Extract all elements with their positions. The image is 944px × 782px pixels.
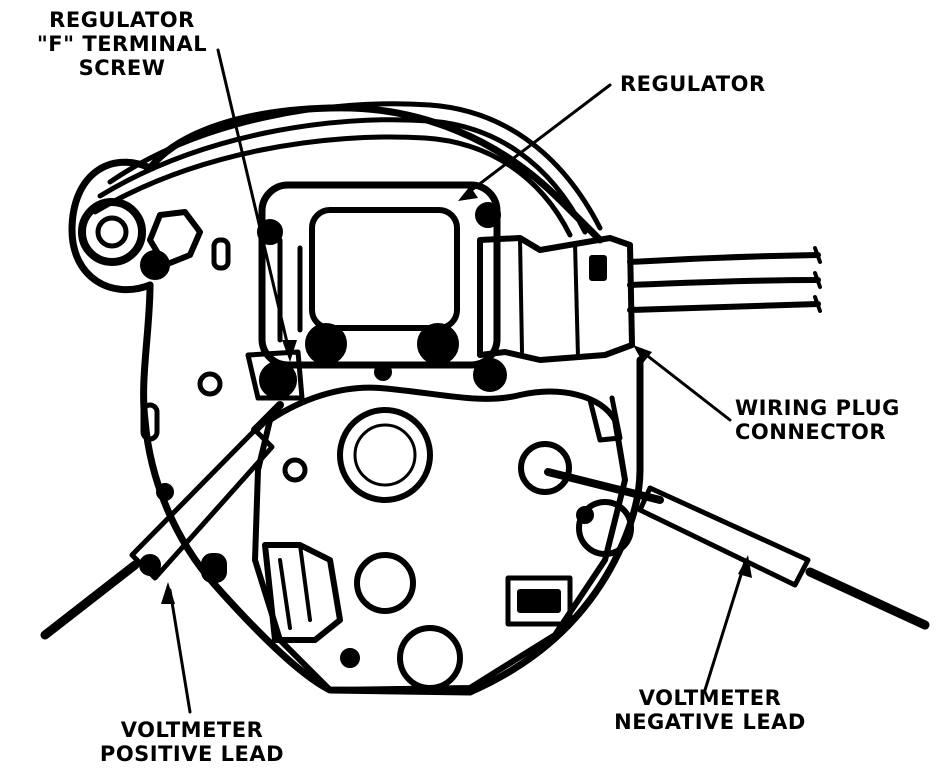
label-line: VOLTMETER	[120, 718, 264, 742]
leader-negative	[703, 560, 747, 692]
leader-f-terminal	[216, 48, 292, 357]
lower-terminal-plate	[252, 384, 634, 693]
regulator-body	[257, 181, 507, 392]
wiring-plug-connector	[477, 235, 822, 363]
callout-leaders	[168, 48, 747, 714]
label-line: "F" TERMINAL	[36, 32, 208, 56]
label-line: SCREW	[78, 56, 166, 80]
leader-positive	[168, 588, 192, 714]
label-regulator: REGULATOR	[620, 72, 766, 96]
label-line: REGULATOR	[49, 8, 195, 32]
rear-housing-details	[140, 209, 231, 583]
label-line: NEGATIVE LEAD	[614, 710, 806, 734]
label-line: CONNECTOR	[735, 420, 887, 444]
label-voltmeter-positive-lead: VOLTMETER POSITIVE LEAD	[82, 718, 302, 766]
label-regulator-f-terminal-screw: REGULATOR "F" TERMINAL SCREW	[22, 8, 222, 80]
leader-arrowheads	[161, 186, 752, 604]
wiring-harness	[92, 101, 603, 238]
label-line: WIRING PLUG	[735, 396, 900, 420]
label-line: VOLTMETER	[638, 686, 782, 710]
label-wiring-plug-connector: WIRING PLUG CONNECTOR	[735, 396, 900, 444]
voltmeter-negative-lead	[544, 468, 930, 630]
label-voltmeter-negative-lead: VOLTMETER NEGATIVE LEAD	[600, 686, 820, 734]
leader-wiring-plug	[638, 348, 732, 422]
label-line: REGULATOR	[620, 72, 766, 96]
label-line: POSITIVE LEAD	[99, 742, 285, 766]
f-terminal-screw	[245, 349, 305, 401]
leader-regulator	[463, 83, 612, 197]
voltmeter-positive-lead	[40, 401, 284, 640]
